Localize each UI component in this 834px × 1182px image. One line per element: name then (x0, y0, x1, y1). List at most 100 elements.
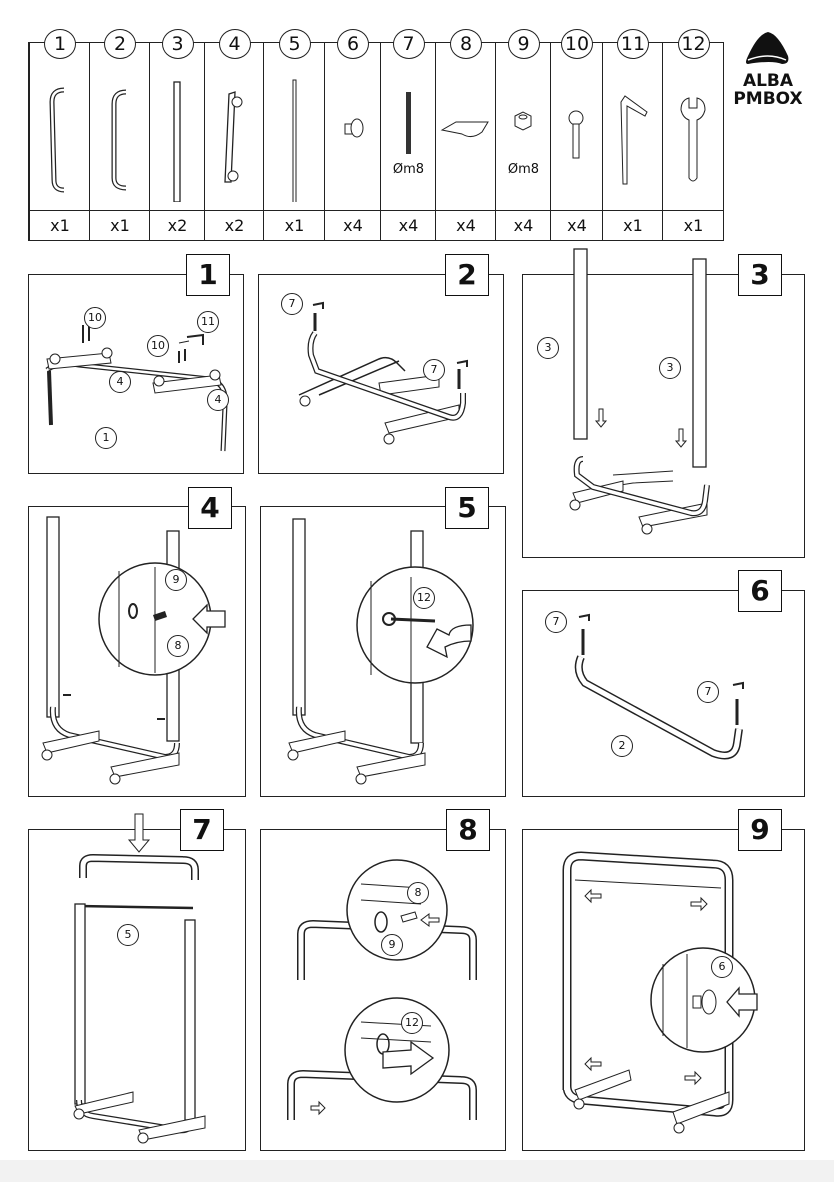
part-quantity: x1 (264, 210, 325, 240)
part-number: 1 (44, 29, 76, 59)
foot-with-casters-icon (224, 91, 243, 183)
part-number: 4 (218, 29, 251, 59)
parts-table: 1 x1 2 x1 3 x2 4 x2 5 x1 6 x4 (28, 29, 724, 241)
page-footer-bar (0, 1160, 834, 1182)
brand-name: ALBA (742, 71, 794, 91)
part-5: 5 x1 (263, 29, 325, 240)
callout-part: 7 (423, 359, 445, 381)
part-number: 5 (278, 29, 311, 59)
callout-part: 10 (84, 307, 106, 329)
part-10: 10 x4 (550, 29, 603, 240)
step-number: 8 (446, 809, 490, 851)
part-3: 3 x2 (149, 29, 205, 240)
part-quantity: x4 (381, 210, 436, 240)
part-9: 9 Øm8 x4 (495, 29, 551, 240)
part-7: 7 Øm8 x4 (380, 29, 436, 240)
part-4: 4 x2 (204, 29, 264, 240)
part-quantity: x4 (551, 210, 603, 240)
callout-part: 4 (109, 371, 131, 393)
washer-plate-icon (440, 121, 489, 138)
part-6: 6 x4 (324, 29, 381, 240)
step-9-panel: 6 (522, 829, 805, 1151)
step-3-panel: 3 3 (522, 248, 805, 558)
callout-part: 8 (407, 882, 429, 904)
step-5-panel: 12 (260, 506, 506, 797)
part-dimension: Øm8 (507, 162, 540, 177)
callout-part: 1 (95, 427, 117, 449)
callout-part: 11 (197, 311, 219, 333)
part-quantity: x1 (90, 210, 150, 240)
step-number: 3 (738, 254, 782, 296)
nut-icon (514, 111, 532, 131)
part-number: 10 (561, 29, 593, 59)
callout-part: 3 (659, 357, 681, 379)
callout-part: 6 (711, 956, 733, 978)
step-6-panel: 7 7 2 (522, 590, 805, 797)
callout-part: 9 (381, 934, 403, 956)
logo-triangle-icon (746, 32, 789, 64)
step-number: 6 (738, 570, 782, 612)
part-8: 8 x4 (435, 29, 496, 240)
part-number: 6 (337, 29, 369, 59)
part-quantity: x4 (436, 210, 496, 240)
part-number: 3 (161, 29, 194, 59)
part-dimension: Øm8 (392, 162, 425, 177)
base-frame-icon (111, 89, 127, 191)
handle-frame-icon (49, 87, 65, 193)
step-6-illustration (574, 613, 744, 760)
step-8-illustration (287, 859, 477, 1120)
part-number: 7 (392, 29, 425, 59)
step-4-panel: 9 8 (28, 506, 246, 797)
step-3-illustration (569, 248, 710, 535)
callout-part: 5 (117, 924, 139, 946)
callout-part: 2 (611, 735, 633, 757)
part-2: 2 x1 (89, 29, 150, 240)
callout-part: 9 (165, 569, 187, 591)
part-quantity: x2 (150, 210, 205, 240)
step-1-illustration (45, 325, 228, 452)
part-number: 11 (617, 29, 649, 59)
step-7-illustration (73, 813, 206, 1144)
part-number: 9 (507, 29, 540, 59)
callout-part: 10 (147, 335, 169, 357)
step-5-illustration (287, 518, 474, 785)
brand-model: PMBOX (733, 89, 803, 109)
step-2-panel: 7 7 (258, 274, 504, 474)
part-11: 11 x1 (602, 29, 663, 240)
callout-part: 8 (167, 635, 189, 657)
step-number: 2 (445, 254, 489, 296)
step-2-illustration (298, 301, 468, 445)
brand-logo: ALBA PMBOX (728, 30, 808, 108)
callout-part: 7 (281, 293, 303, 315)
step-9-illustration (562, 851, 758, 1134)
step-1-panel: 10 11 10 4 4 1 (28, 274, 244, 474)
step-number: 5 (445, 487, 489, 529)
part-number: 12 (677, 29, 710, 59)
allen-key-icon (620, 95, 648, 185)
callout-part: 7 (545, 611, 567, 633)
callout-part: 7 (697, 681, 719, 703)
step-number: 1 (186, 254, 230, 296)
part-number: 2 (104, 29, 136, 59)
part-quantity: x1 (603, 210, 663, 240)
step-4-illustration (41, 516, 226, 785)
part-quantity: x2 (205, 210, 264, 240)
part-quantity: x1 (30, 210, 90, 240)
upright-bar-icon (173, 81, 181, 202)
part-quantity: x1 (663, 210, 724, 240)
step-number: 4 (188, 487, 232, 529)
step-number: 9 (738, 809, 782, 851)
threaded-rod-icon (406, 92, 411, 154)
part-number: 8 (450, 29, 482, 59)
step-7-panel: 5 (28, 813, 246, 1151)
knob-icon (344, 118, 364, 138)
part-quantity: x4 (496, 210, 551, 240)
cross-bar-icon (292, 79, 297, 202)
wrench-icon (680, 97, 706, 182)
part-1: 1 x1 (29, 29, 90, 240)
callout-part: 12 (413, 587, 435, 609)
part-quantity: x4 (325, 210, 381, 240)
bolt-icon (568, 110, 584, 159)
callout-part: 12 (401, 1012, 423, 1034)
